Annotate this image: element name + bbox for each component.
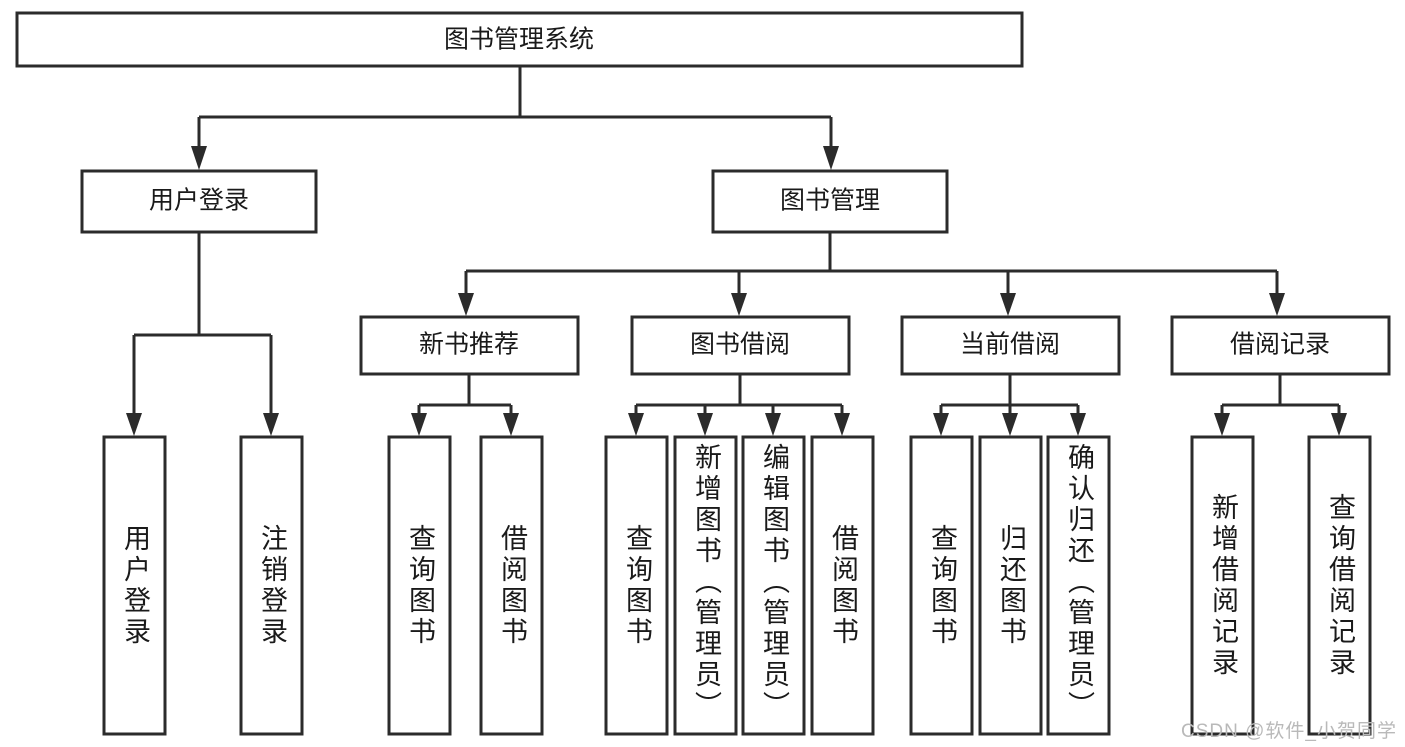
leaf-box-add-book[interactable] bbox=[673, 435, 738, 736]
root-label: 图书管理系统 bbox=[444, 26, 594, 54]
edges-book-management-to-level3 bbox=[458, 232, 1285, 316]
node-book-borrow[interactable]: 图书借阅 bbox=[630, 315, 851, 376]
leaf-box-query-book-1[interactable] bbox=[387, 435, 452, 736]
leaf-box-query-record[interactable] bbox=[1307, 435, 1372, 736]
borrow-record-label: 借阅记录 bbox=[1230, 331, 1330, 359]
current-borrow-box[interactable] bbox=[900, 315, 1121, 376]
edges-book-borrow-to-leaves bbox=[628, 374, 850, 436]
root-box[interactable] bbox=[15, 11, 1024, 68]
leaf-box-user-login[interactable] bbox=[102, 435, 167, 736]
node-current-borrow[interactable]: 当前借阅 bbox=[900, 315, 1121, 376]
leaf-box-add-record[interactable] bbox=[1190, 435, 1255, 736]
node-root[interactable]: 图书管理系统 bbox=[15, 11, 1024, 68]
book-management-box[interactable] bbox=[711, 169, 949, 234]
leaf-box-query-book-3[interactable] bbox=[909, 435, 974, 736]
edges-current-borrow-to-leaves bbox=[933, 374, 1086, 436]
arrow-leaf-borrow-book-2 bbox=[834, 413, 850, 436]
current-borrow-label: 当前借阅 bbox=[960, 331, 1060, 359]
arrow-leaf-query-record bbox=[1331, 413, 1347, 436]
leaf-boxes bbox=[102, 435, 1372, 736]
arrow-leaf-user-login bbox=[126, 413, 142, 436]
edges-borrow-record-to-leaves bbox=[1214, 374, 1347, 436]
node-user-login[interactable]: 用户登录 bbox=[80, 169, 318, 234]
new-book-recommend-box[interactable] bbox=[359, 315, 580, 376]
edges-root-to-level2 bbox=[191, 66, 839, 170]
leaf-box-borrow-book-2[interactable] bbox=[810, 435, 875, 736]
leaf-box-borrow-book-1[interactable] bbox=[479, 435, 544, 736]
arrow-leaf-query-book-2 bbox=[628, 413, 644, 436]
arrow-current-borrow bbox=[1000, 293, 1016, 316]
arrow-leaf-add-record bbox=[1214, 413, 1230, 436]
arrow-leaf-query-book-3 bbox=[933, 413, 949, 436]
arrow-leaf-logout-login bbox=[263, 413, 279, 436]
arrow-user-login bbox=[191, 146, 207, 170]
new-book-recommend-label: 新书推荐 bbox=[419, 331, 519, 359]
user-login-label: 用户登录 bbox=[149, 187, 249, 215]
borrow-record-box[interactable] bbox=[1170, 315, 1391, 376]
leaf-box-confirm-return[interactable] bbox=[1046, 435, 1111, 736]
arrow-leaf-query-book-1 bbox=[411, 413, 427, 436]
arrow-leaf-add-book bbox=[697, 413, 713, 436]
arrow-leaf-edit-book bbox=[765, 413, 781, 436]
arrow-book-borrow bbox=[731, 293, 747, 316]
node-borrow-record[interactable]: 借阅记录 bbox=[1170, 315, 1391, 376]
csdn-watermark: CSDN @软件_小贺同学 bbox=[1181, 721, 1397, 742]
arrow-borrow-record bbox=[1269, 293, 1285, 316]
arrow-new-book-recommend bbox=[458, 293, 474, 316]
edges-user-login-to-leaves bbox=[126, 232, 279, 436]
leaf-box-edit-book[interactable] bbox=[741, 435, 806, 736]
edges-new-book-recommend-to-leaves bbox=[411, 374, 519, 436]
book-borrow-label: 图书借阅 bbox=[690, 331, 790, 359]
leaf-box-return-book[interactable] bbox=[978, 435, 1043, 736]
arrow-book-management bbox=[823, 146, 839, 170]
leaf-box-query-book-2[interactable] bbox=[604, 435, 669, 736]
node-book-management[interactable]: 图书管理 bbox=[711, 169, 949, 234]
book-management-label: 图书管理 bbox=[780, 187, 880, 215]
arrow-leaf-return-book bbox=[1002, 413, 1018, 436]
book-borrow-box[interactable] bbox=[630, 315, 851, 376]
leaf-box-logout-login[interactable] bbox=[239, 435, 304, 736]
arrow-leaf-borrow-book-1 bbox=[503, 413, 519, 436]
arrow-leaf-confirm-return bbox=[1070, 413, 1086, 436]
node-new-book-recommend[interactable]: 新书推荐 bbox=[359, 315, 580, 376]
